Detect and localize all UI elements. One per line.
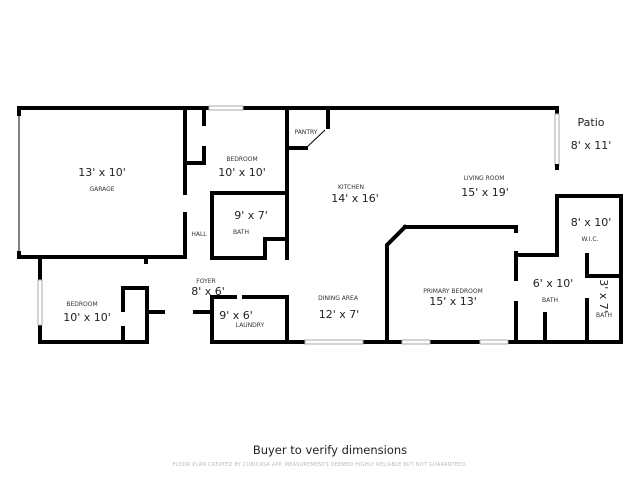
room-size: 8' x 10': [571, 216, 612, 229]
room-laundry: 9' x 6' LAUNDRY: [219, 309, 264, 329]
window: [554, 113, 560, 167]
room-bath-2: 6' x 10' BATH: [533, 277, 574, 304]
room-size: 10' x 10': [218, 166, 266, 179]
room-size: 15' x 13': [429, 295, 477, 308]
room-dining: DINING AREA 12' x 7': [318, 295, 359, 321]
room-name: Patio: [578, 116, 605, 129]
room-hall: HALL: [191, 231, 207, 238]
window: [37, 279, 43, 326]
room-name: GARAGE: [89, 186, 114, 193]
room-size: 12' x 7': [319, 308, 360, 321]
room-bath-3: 3' x 7' BATH: [596, 279, 612, 319]
room-bath-1: 9' x 7' BATH: [233, 209, 268, 236]
room-size: 10' x 10': [63, 311, 111, 324]
room-name: LIVING ROOM: [464, 175, 505, 182]
room-name: BATH: [542, 297, 558, 304]
room-living: LIVING ROOM 15' x 19': [461, 175, 509, 199]
walls: [17, 105, 623, 345]
window: [479, 339, 509, 345]
room-size: 8' x 11': [571, 139, 612, 152]
room-primary-bedroom: PRIMARY BEDROOM 15' x 13': [423, 288, 483, 308]
room-bedroom-1: BEDROOM 10' x 10': [218, 156, 266, 179]
room-garage: 13' x 10' GARAGE: [78, 166, 126, 193]
room-patio: Patio 8' x 11': [571, 116, 612, 152]
room-size: 6' x 10': [533, 277, 574, 290]
room-name: LAUNDRY: [236, 322, 265, 329]
window: [208, 105, 244, 111]
room-size: 13' x 10': [78, 166, 126, 179]
room-size: 9' x 6': [219, 309, 253, 322]
room-size: 15' x 19': [461, 186, 509, 199]
window: [304, 339, 364, 345]
room-pantry: PANTRY: [295, 129, 318, 136]
room-name: FOYER: [196, 278, 215, 285]
room-name: PANTRY: [295, 129, 318, 136]
room-name: DINING AREA: [318, 295, 359, 302]
footer-title: Buyer to verify dimensions: [253, 443, 407, 457]
room-name: W.I.C.: [582, 236, 599, 243]
room-size: 8' x 6': [191, 285, 225, 298]
window: [401, 339, 431, 345]
room-name: PRIMARY BEDROOM: [423, 288, 483, 295]
room-size: 14' x 16': [331, 192, 379, 205]
room-name: BEDROOM: [66, 301, 97, 308]
room-size: 9' x 7': [234, 209, 268, 222]
room-bedroom-2: BEDROOM 10' x 10': [63, 301, 111, 324]
room-name: BEDROOM: [226, 156, 257, 163]
room-size: 3' x 7': [597, 279, 610, 313]
room-kitchen: KITCHEN 14' x 16': [331, 184, 379, 205]
room-name: HALL: [191, 231, 207, 238]
footer-disclaimer: FLOOR PLAN CREATED BY CUBICASA APP. MEAS…: [173, 462, 468, 468]
room-name: BATH: [596, 312, 612, 319]
room-name: KITCHEN: [338, 184, 364, 191]
room-name: BATH: [233, 229, 249, 236]
room-foyer: FOYER 8' x 6': [191, 278, 225, 298]
room-wic: 8' x 10' W.I.C.: [571, 216, 612, 243]
